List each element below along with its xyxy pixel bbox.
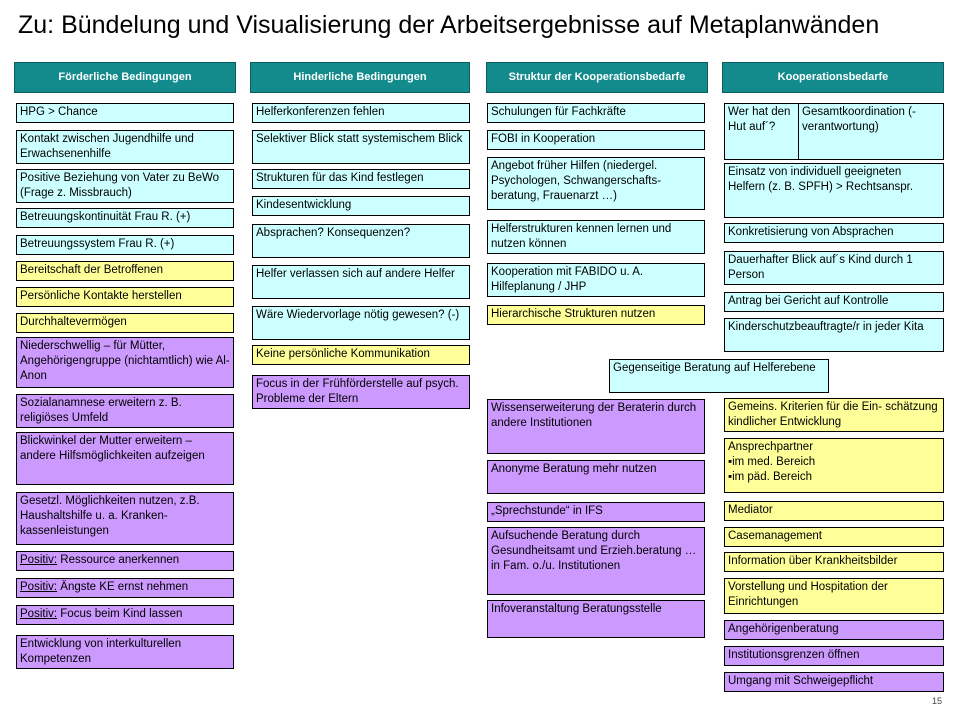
card-gemeins-kriterien: Gemeins. Kriterien für die Ein- schätzun… (724, 398, 944, 432)
card-interkulturell: Entwicklung von interkulturellen Kompete… (16, 635, 234, 669)
card-keine-kommunikation: Keine persönliche Kommunikation (252, 345, 470, 365)
card-bereitschaft: Bereitschaft der Betroffenen (16, 261, 234, 281)
split-left: Wer hat den Hut auf´? (725, 104, 799, 159)
card-wer-hat-den-hut: Wer hat den Hut auf´? Gesamtkoordination… (724, 103, 944, 160)
card-schweigepflicht: Umgang mit Schweigepflicht (724, 672, 944, 692)
header-foerderliche: Förderliche Bedingungen (14, 62, 236, 93)
card-fabido: Kooperation mit FABIDO u. A. Hilfeplanun… (487, 263, 705, 297)
positiv-text: Ressource anerkennen (57, 554, 180, 566)
card-helferkonferenzen: Helferkonferenzen fehlen (252, 103, 470, 123)
card-durchhaltevermoegen: Durchhaltevermögen (16, 313, 234, 333)
card-gegenseitige-beratung: Gegenseitige Beratung auf Helferebene (609, 359, 829, 393)
card-persoenliche-kontakte: Persönliche Kontakte herstellen (16, 287, 234, 307)
card-helfer-verlassen: Helfer verlassen sich auf andere Helfer (252, 265, 470, 299)
card-fobi: FOBI in Kooperation (487, 130, 705, 150)
ansprechpartner-bullet-text: im med. Bereich (732, 456, 816, 468)
page-title: Zu: Bündelung und Visualisierung der Arb… (18, 11, 880, 39)
positiv-text: Ängste KE ernst nehmen (57, 581, 189, 593)
positiv-prefix: Positiv: (20, 581, 58, 593)
positiv-prefix: Positiv: (20, 554, 58, 566)
card-sozialanamnese: Sozialanamnese erweitern z. B. religiöse… (16, 394, 234, 428)
card-fruehe-hilfen: Angebot früher Hilfen (niedergel. Psycho… (487, 157, 705, 210)
ansprechpartner-bullet: ▪im med. Bereich (728, 455, 940, 470)
page-number: 15 (931, 696, 942, 706)
card-hierarchische-strukturen: Hierarchische Strukturen nutzen (487, 305, 705, 325)
card-absprachen: Absprachen? Konsequenzen? (252, 224, 470, 258)
card-einsatz-helfer: Einsatz von individuell geeigneten Helfe… (724, 163, 944, 218)
card-betreuungskontinuitaet: Betreuungskontinuität Frau R. (+) (16, 208, 234, 228)
card-selektiver-blick: Selektiver Blick statt systemischem Blic… (252, 130, 470, 164)
card-kinderschutzbeauftragte: Kinderschutzbeauftragte/r in jeder Kita (724, 318, 944, 352)
card-betreuungssystem: Betreuungssystem Frau R. (+) (16, 235, 234, 255)
card-casemanagement: Casemanagement (724, 527, 944, 547)
card-sprechstunde: „Sprechstunde“ in IFS (487, 502, 705, 522)
card-anonyme-beratung: Anonyme Beratung mehr nutzen (487, 460, 705, 494)
card-focus-fruehfoerderstelle: Focus in der Frühförderstelle auf psych.… (252, 375, 470, 409)
card-schulungen: Schulungen für Fachkräfte (487, 103, 705, 123)
ansprechpartner-bullet: ▪im päd. Bereich (728, 470, 940, 485)
card-infoveranstaltung: Infoveranstaltung Beratungsstelle (487, 600, 705, 638)
card-blickwinkel: Blickwinkel der Mutter erweitern – ander… (16, 432, 234, 485)
positiv-text: Focus beim Kind lassen (57, 608, 183, 620)
card-information-krankheitsbilder: Information über Krankheitsbilder (724, 552, 944, 572)
card-positive-beziehung: Positive Beziehung von Vater zu BeWo (Fr… (16, 169, 234, 203)
header-hinderliche: Hinderliche Bedingungen (250, 62, 470, 93)
card-helferstrukturen: Helferstrukturen kennen lernen und nutze… (487, 220, 705, 254)
card-positiv-aengste: Positiv: Ängste KE ernst nehmen (16, 578, 234, 598)
card-antrag-gericht: Antrag bei Gericht auf Kontrolle (724, 292, 944, 312)
card-positiv-ressource: Positiv: Ressource anerkennen (16, 551, 234, 571)
card-institutionsgrenzen: Institutionsgrenzen öffnen (724, 646, 944, 666)
card-ansprechpartner: Ansprechpartner ▪im med. Bereich ▪im päd… (724, 438, 944, 493)
card-konkretisierung: Konkretisierung von Absprachen (724, 223, 944, 243)
split-right: Gesamtkoordination (-verantwortung) (802, 106, 916, 133)
card-dauerhafter-blick: Dauerhafter Blick auf´s Kind durch 1 Per… (724, 251, 944, 285)
card-hpg: HPG > Chance (16, 103, 234, 123)
ansprechpartner-title: Ansprechpartner (728, 441, 814, 453)
card-gesetzl-moeglichkeiten: Gesetzl. Möglichkeiten nutzen, z.B. Haus… (16, 492, 234, 545)
bullet-icon: ▪ (728, 471, 733, 483)
card-mediator: Mediator (724, 501, 944, 521)
bullet-icon: ▪ (728, 456, 733, 468)
positiv-prefix: Positiv: (20, 608, 58, 620)
card-vorstellung-hospitation: Vorstellung und Hospitation der Einricht… (724, 578, 944, 614)
card-niederschwellig: Niederschwellig – für Mütter, Angehörige… (16, 337, 234, 388)
card-angehoerigenberatung: Angehörigenberatung (724, 620, 944, 640)
header-kooperationsbedarfe: Kooperationsbedarfe (722, 62, 944, 93)
card-wissenserweiterung: Wissenserweiterung der Beraterin durch a… (487, 399, 705, 454)
card-positiv-focus: Positiv: Focus beim Kind lassen (16, 605, 234, 625)
header-struktur: Struktur der Kooperationsbedarfe (486, 62, 708, 93)
ansprechpartner-bullet-text: im päd. Bereich (732, 471, 812, 483)
card-strukturen-kind: Strukturen für das Kind festlegen (252, 169, 470, 189)
card-wiedervorlage: Wäre Wiedervorlage nötig gewesen? (-) (252, 306, 470, 340)
card-kontakt-jugendhilfe: Kontakt zwischen Jugendhilfe und Erwachs… (16, 130, 234, 164)
card-kindesentwicklung: Kindesentwicklung (252, 196, 470, 216)
card-aufsuchende-beratung: Aufsuchende Beratung durch Gesundheitsam… (487, 527, 705, 595)
